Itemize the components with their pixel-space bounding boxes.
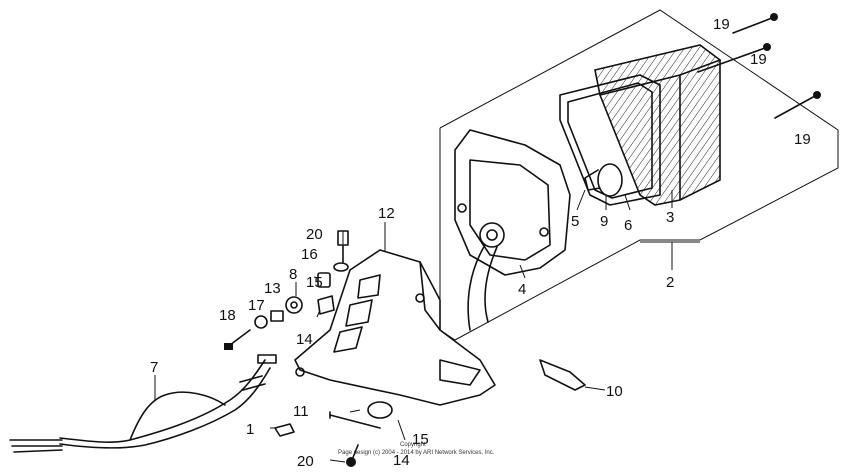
wire-harness bbox=[9, 354, 277, 453]
callout-18: 18 bbox=[219, 307, 236, 324]
callout-6: 6 bbox=[624, 217, 632, 234]
callout-19a: 19 bbox=[713, 16, 730, 33]
callout-8: 8 bbox=[289, 266, 297, 283]
callout-14b: 14 bbox=[393, 452, 410, 469]
lens-gasket bbox=[559, 74, 661, 206]
copyright-line-2: Page design (c) 2004 - 2014 by ARI Netwo… bbox=[338, 450, 495, 456]
callout-19b: 19 bbox=[750, 51, 767, 68]
callout-labels: 1 2 3 4 5 6 7 8 9 10 11 12 13 14 14 15 1… bbox=[150, 16, 811, 470]
callout-4: 4 bbox=[518, 281, 526, 298]
leader-lines bbox=[154, 189, 700, 463]
callout-11: 11 bbox=[293, 403, 309, 420]
callout-1: 1 bbox=[246, 421, 254, 438]
copyright-line-1: Copyright bbox=[400, 442, 426, 448]
callout-16: 16 bbox=[301, 246, 318, 263]
callout-9: 9 bbox=[600, 213, 608, 230]
callout-20a: 20 bbox=[306, 226, 323, 243]
callout-5: 5 bbox=[571, 213, 579, 230]
callout-2: 2 bbox=[666, 274, 674, 291]
copyright-footer: Copyright Page design (c) 2004 - 2014 by… bbox=[338, 442, 495, 456]
callout-13: 13 bbox=[264, 280, 281, 297]
callout-14a: 14 bbox=[296, 331, 313, 348]
light-housing bbox=[454, 129, 571, 331]
callout-17: 17 bbox=[248, 297, 265, 314]
callout-20b: 20 bbox=[297, 453, 314, 470]
callout-19c: 19 bbox=[794, 131, 811, 148]
long-screws bbox=[697, 13, 821, 119]
callout-15b: 15 bbox=[412, 431, 429, 448]
callout-3: 3 bbox=[666, 209, 674, 226]
callout-10: 10 bbox=[606, 383, 623, 400]
callout-12: 12 bbox=[378, 205, 395, 222]
callout-7: 7 bbox=[150, 359, 158, 376]
bulb bbox=[584, 163, 623, 197]
tail-light-lens bbox=[594, 44, 721, 206]
harness-clip bbox=[539, 359, 586, 391]
mounting-bracket bbox=[294, 249, 496, 406]
callout-15a: 15 bbox=[306, 274, 323, 291]
